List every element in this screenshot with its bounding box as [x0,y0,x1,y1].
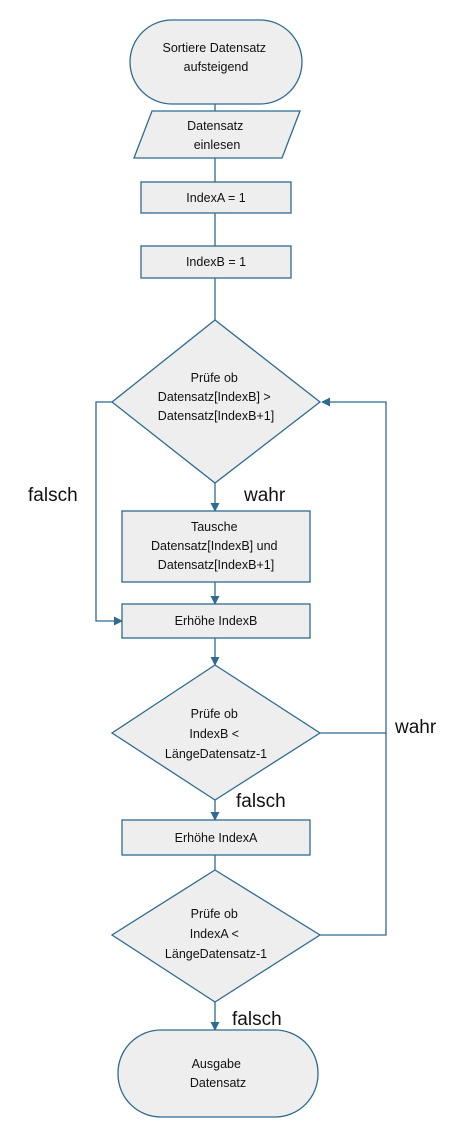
end-terminator [117,1029,319,1118]
inc-a-box [121,819,311,856]
edge-label-a-false: falsch [232,1009,282,1030]
inc-b-label: Erhöhe IndexB [175,614,258,628]
connector-check-a-loop [320,733,387,936]
start-terminator [129,19,303,105]
input-label: Datensatz einlesen [187,119,247,152]
indexb-init-label: IndexB = 1 [186,255,246,269]
check-b-diamond [110,664,322,801]
end-label: Ausgabe Datensatz [190,1057,246,1090]
inc-a-label: Erhöhe IndexA [175,831,258,845]
start-label: Sortiere Datensatz aufsteigend [162,41,269,74]
connectors [95,104,387,1031]
swap-label: Tausche Datensatz[IndexB] und Datensatz[… [151,520,281,572]
edge-label-b-false: falsch [236,791,286,812]
connector-check-b-loop [320,397,387,734]
check-swap-label: Prüfe ob Datensatz[IndexB] > Datensatz[I… [158,371,274,423]
check-a-label: Prüfe ob IndexA < LängeDatensatz-1 [165,907,267,961]
indexa-init-box [140,181,292,214]
shapes [110,19,322,1118]
indexa-init-label: IndexA = 1 [186,191,245,205]
edge-label-swap-false: falsch [28,485,78,506]
swap-box [121,510,311,583]
input-parallelogram [133,110,301,159]
edge-label-swap-true: wahr [243,485,286,506]
check-a-diamond [110,869,322,1003]
indexb-init-box [140,245,292,279]
edge-labels: falsch wahr wahr falsch falsch [28,485,437,1030]
edge-label-b-true: wahr [394,717,437,738]
connector-check-swap-false [95,401,123,626]
inc-b-box [121,603,311,639]
check-b-label: Prüfe ob IndexB < LängeDatensatz-1 [165,707,267,761]
node-texts: Sortiere Datensatz aufsteigend Datensatz… [151,41,281,1090]
check-swap-diamond [110,319,322,484]
